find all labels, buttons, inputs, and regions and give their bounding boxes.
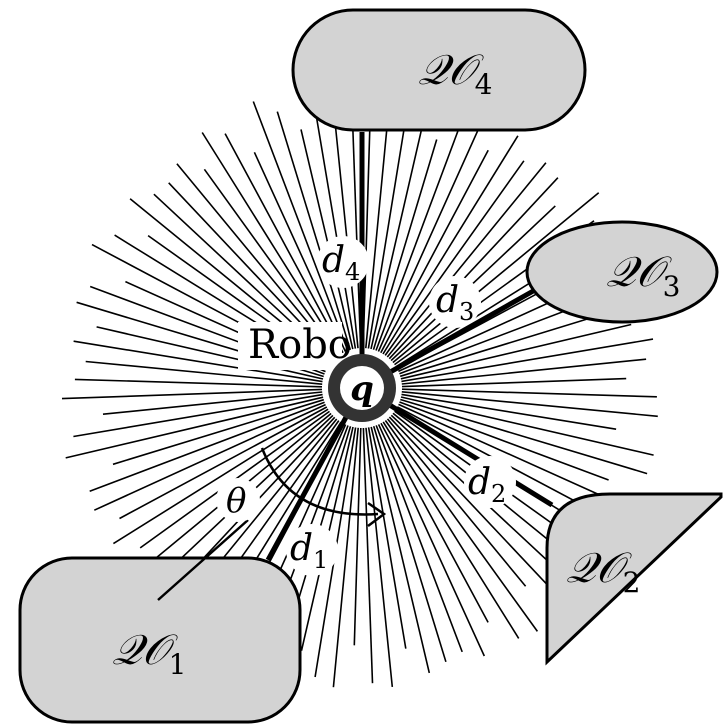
sensor-ray bbox=[85, 360, 323, 385]
d2-label: d2 bbox=[468, 462, 506, 508]
obstacle-qo3 bbox=[525, 220, 719, 324]
sensor-ray bbox=[375, 425, 463, 653]
sensor-ray bbox=[96, 326, 324, 380]
qo4-label: 𝒬𝒪4 bbox=[418, 45, 492, 101]
sensor-ray bbox=[112, 398, 325, 466]
sensor-ray bbox=[351, 101, 362, 349]
sensor-ray bbox=[73, 340, 323, 383]
d1-label: d1 bbox=[290, 528, 328, 574]
sensor-ray bbox=[102, 391, 323, 415]
qo1-pointer-line bbox=[157, 519, 249, 601]
sensor-ray bbox=[377, 424, 486, 657]
sensor-ray bbox=[399, 401, 609, 481]
robot-label-backdrop bbox=[238, 322, 342, 370]
sensor-ray bbox=[372, 139, 438, 350]
sensor-ray bbox=[384, 420, 539, 632]
d3-label-backdrop bbox=[429, 276, 481, 328]
sensor-ray bbox=[398, 403, 632, 510]
sensor-ray bbox=[386, 162, 547, 358]
sensor-ray bbox=[276, 111, 352, 351]
sensor-ray bbox=[380, 422, 489, 623]
sensor-ray bbox=[332, 427, 359, 688]
sensor-ray bbox=[392, 192, 600, 364]
sensor-ray bbox=[390, 205, 556, 362]
sensor-ray bbox=[332, 107, 359, 349]
theta-arc bbox=[260, 447, 379, 516]
sensor-ray bbox=[401, 393, 617, 430]
robot-center-label: q bbox=[350, 369, 374, 409]
obstacle-qo2 bbox=[545, 492, 723, 666]
sensor-ray bbox=[253, 151, 347, 352]
sensor-ray bbox=[112, 408, 329, 545]
sensor-ray bbox=[300, 129, 354, 350]
sensor-ray bbox=[362, 427, 374, 684]
d4-label: d4 bbox=[322, 240, 360, 286]
d3-label: d3 bbox=[436, 280, 474, 326]
sensor-ray bbox=[73, 393, 323, 438]
sensor-ray bbox=[367, 427, 407, 649]
sensor-ray bbox=[400, 398, 648, 475]
theta-label-backdrop bbox=[216, 478, 260, 522]
obstacle-qo4 bbox=[291, 8, 587, 132]
d1-label-backdrop bbox=[286, 524, 338, 576]
d4-label-backdrop bbox=[317, 236, 369, 288]
sensor-ray bbox=[380, 149, 489, 354]
sensor-ray bbox=[384, 160, 525, 356]
d2-ray bbox=[360, 385, 554, 508]
sensor-ray bbox=[401, 338, 654, 383]
robot-label: Robo bbox=[248, 322, 352, 368]
sensor-ray bbox=[400, 396, 654, 456]
theta-label: θ bbox=[226, 481, 246, 521]
robot-disc-inner bbox=[340, 366, 384, 410]
sensor-ray bbox=[400, 323, 632, 380]
qo1-label: 𝒬𝒪1 bbox=[112, 625, 186, 681]
sensor-ray bbox=[65, 396, 324, 459]
sensor-ray bbox=[401, 388, 657, 398]
sensor-ray bbox=[401, 358, 647, 385]
sensor-ray bbox=[382, 135, 519, 355]
sensor-ray bbox=[119, 406, 328, 520]
sensor-ray bbox=[252, 101, 349, 351]
sensor-ray bbox=[365, 427, 394, 687]
d2-label-backdrop bbox=[464, 456, 516, 508]
qo2-label: 𝒬𝒪2 bbox=[566, 543, 640, 599]
sensor-ray bbox=[61, 388, 323, 400]
sensor-ray bbox=[224, 133, 344, 354]
obstacle-qo1 bbox=[18, 556, 302, 724]
sensor-ray bbox=[353, 427, 362, 646]
sensor-ray bbox=[185, 416, 336, 578]
sensor-ray bbox=[201, 132, 342, 355]
sensor-ray bbox=[370, 426, 431, 674]
theta-arrowhead bbox=[367, 501, 387, 527]
sensor-ray bbox=[388, 416, 566, 605]
sensor-ray bbox=[382, 421, 520, 639]
qo3-label: 𝒬𝒪3 bbox=[606, 247, 680, 303]
sensor-ray bbox=[370, 107, 428, 350]
sensor-ray bbox=[93, 403, 326, 511]
sensor-ray bbox=[401, 377, 627, 388]
sensor-ray bbox=[74, 378, 323, 388]
sensor-ray bbox=[377, 125, 481, 352]
sensor-ray bbox=[372, 425, 447, 663]
sensor-ray bbox=[375, 100, 470, 351]
sensor-ray bbox=[388, 177, 559, 360]
sensor-ray bbox=[89, 401, 325, 493]
sensor-ray bbox=[311, 93, 357, 349]
sensor-ray bbox=[401, 391, 658, 418]
sensor-ray bbox=[365, 121, 389, 349]
sensor-ray bbox=[386, 418, 527, 587]
